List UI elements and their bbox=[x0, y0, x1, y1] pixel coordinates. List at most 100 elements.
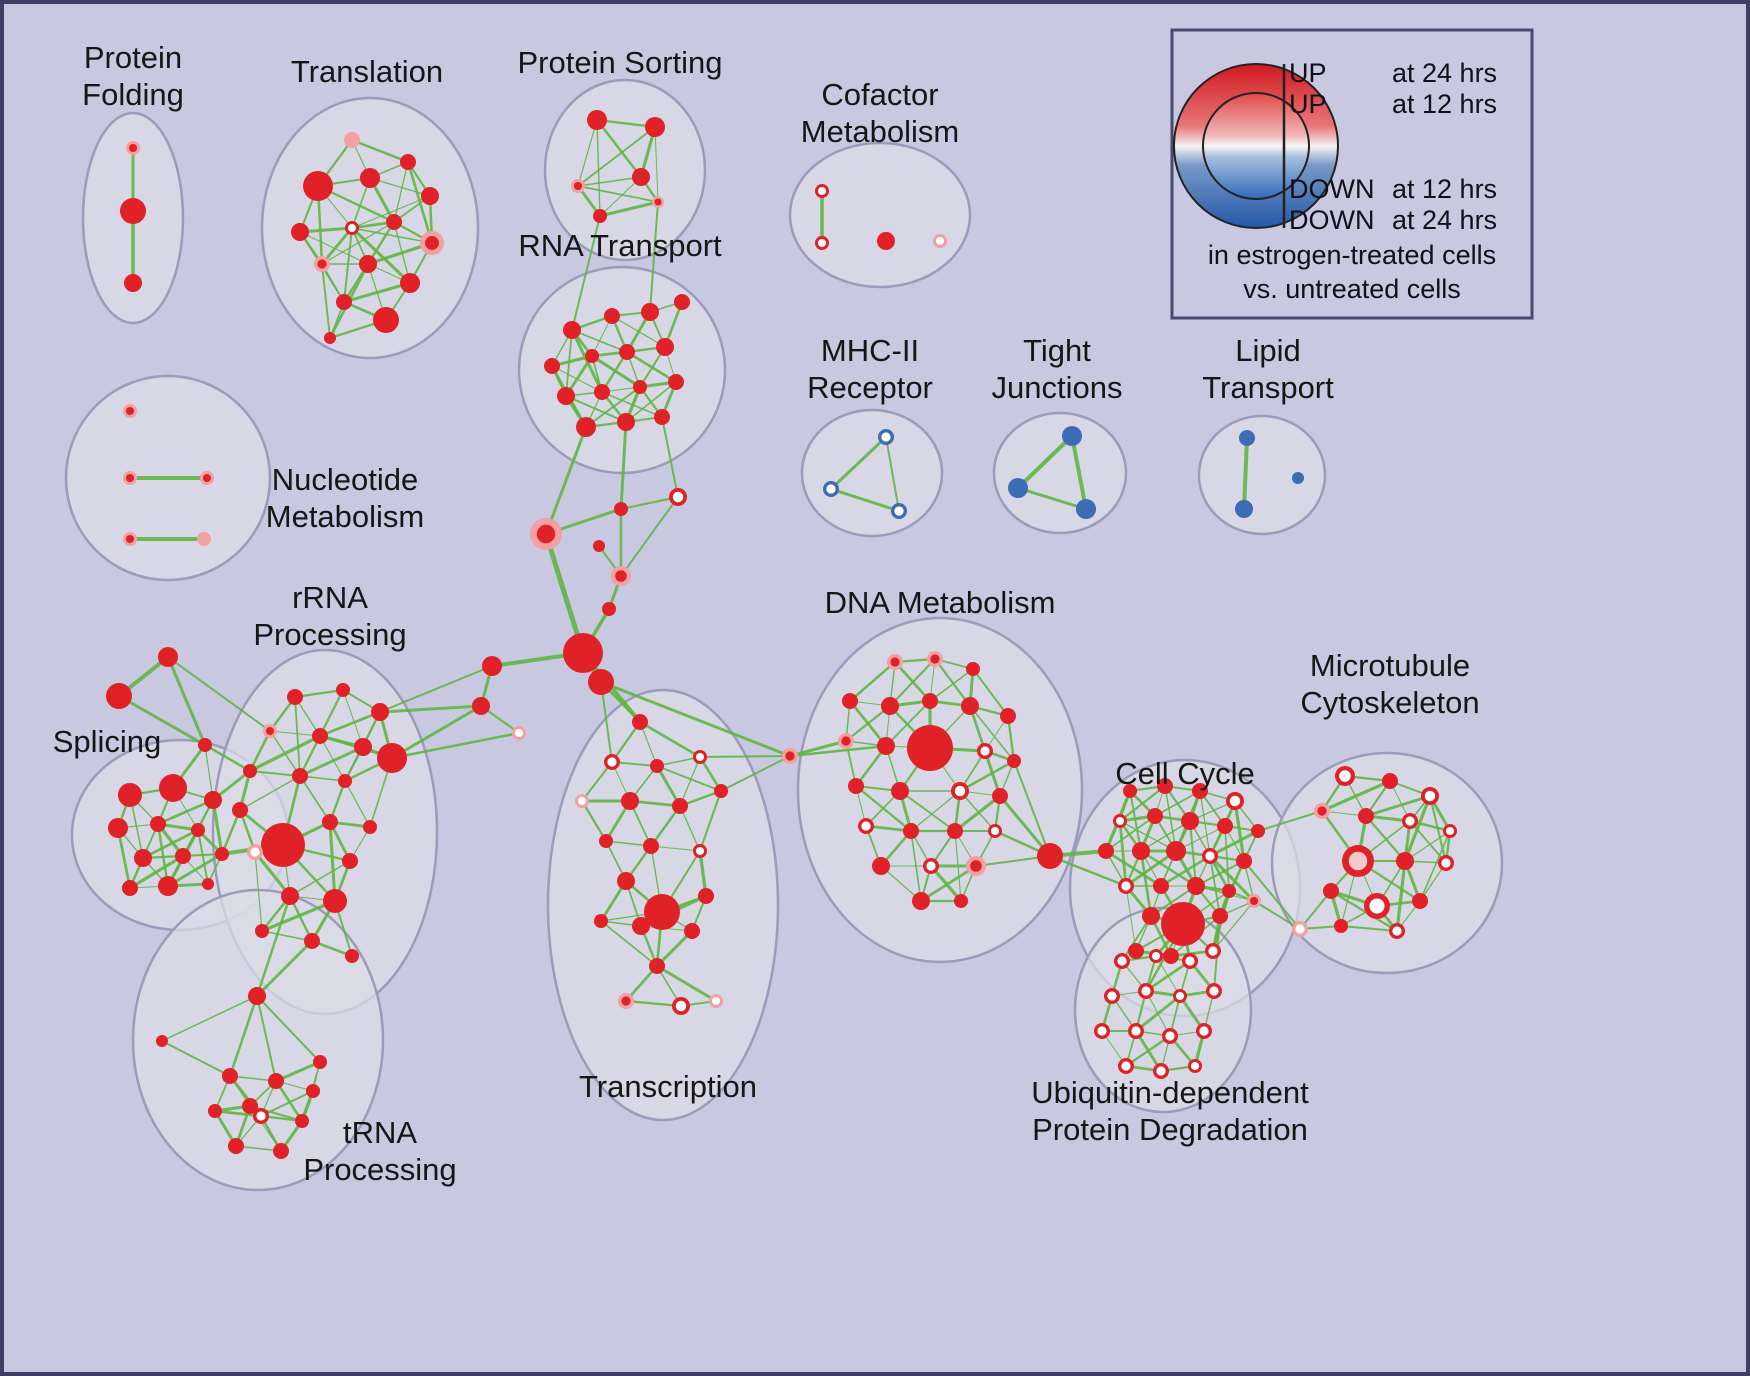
network-node-mt13 bbox=[1334, 919, 1348, 933]
network-edge bbox=[141, 828, 200, 860]
network-node-core-f11 bbox=[785, 751, 795, 761]
network-node-core-f13 bbox=[1295, 924, 1305, 934]
network-edge bbox=[289, 860, 351, 897]
network-node-sp9 bbox=[122, 880, 138, 896]
network-edge bbox=[1118, 784, 1167, 823]
network-edge bbox=[679, 756, 701, 807]
network-edge bbox=[580, 799, 608, 843]
network-node-cc22 bbox=[1128, 943, 1144, 959]
network-edge bbox=[929, 668, 974, 702]
network-node-core-ub13 bbox=[1190, 1061, 1200, 1071]
cluster-label-trna-processing: tRNA bbox=[343, 1115, 417, 1150]
network-node-tl3 bbox=[400, 154, 416, 170]
network-edge bbox=[888, 657, 937, 708]
network-edge bbox=[1070, 434, 1088, 511]
network-edge bbox=[1233, 799, 1246, 863]
network-node-cc11 bbox=[1166, 841, 1186, 861]
network-node-core-cf3 bbox=[935, 236, 945, 246]
network-edge bbox=[910, 790, 961, 832]
network-edge bbox=[299, 775, 331, 823]
network-edge bbox=[649, 201, 659, 313]
network-node-core-tx4 bbox=[577, 796, 587, 806]
network-edge bbox=[656, 756, 701, 767]
network-node-pf1 bbox=[120, 198, 146, 224]
network-node-ps0 bbox=[587, 110, 607, 130]
network-node-core-mt3 bbox=[1317, 806, 1327, 816]
cluster-label-splicing: Splicing bbox=[53, 724, 162, 759]
network-node-tr5 bbox=[208, 1104, 222, 1118]
cluster-label-nucleotide-metabolism: Metabolism bbox=[266, 499, 425, 534]
legend-row-up12-time: at 12 hrs bbox=[1392, 89, 1497, 119]
network-node-core-rr3 bbox=[265, 726, 275, 736]
network-node-tl1 bbox=[303, 171, 333, 201]
network-node-core-mt14 bbox=[1392, 926, 1402, 936]
cluster-label-rna-transport: RNA Transport bbox=[518, 228, 722, 263]
network-node-rt14 bbox=[654, 409, 670, 425]
network-node-cf2 bbox=[877, 232, 895, 250]
network-edge bbox=[1212, 900, 1255, 952]
network-edge bbox=[344, 780, 371, 828]
network-edge bbox=[1329, 889, 1399, 933]
network-edge bbox=[1140, 820, 1191, 852]
network-edge bbox=[211, 798, 224, 856]
network-edge bbox=[885, 436, 900, 512]
network-edge bbox=[829, 435, 888, 491]
network-edge bbox=[342, 689, 364, 748]
legend-row-up24-time: at 24 hrs bbox=[1392, 58, 1497, 88]
network-edge bbox=[654, 126, 659, 203]
cluster-ellipse-dm bbox=[796, 616, 1084, 964]
network-node-dm16 bbox=[992, 788, 1008, 804]
network-node-dm7 bbox=[1000, 708, 1016, 724]
network-node-core-cf0 bbox=[817, 186, 827, 196]
network-node-cc1 bbox=[1157, 778, 1173, 794]
network-node-rr12 bbox=[363, 820, 377, 834]
network-node-core-dm20 bbox=[990, 826, 1000, 836]
cluster-ellipse-mh bbox=[800, 408, 944, 538]
network-node-rr19 bbox=[255, 924, 269, 938]
network-node-f6 bbox=[563, 633, 603, 673]
network-node-lp1 bbox=[1235, 500, 1253, 518]
network-node-sp8 bbox=[215, 847, 229, 861]
network-node-core-ub2 bbox=[1185, 956, 1195, 966]
network-node-cc16 bbox=[1187, 877, 1205, 895]
network-edge bbox=[969, 705, 1015, 762]
network-node-cc8 bbox=[1251, 824, 1265, 838]
network-node-core-ub3 bbox=[1107, 991, 1117, 1001]
network-node-dm2 bbox=[966, 662, 980, 676]
network-edge bbox=[1048, 854, 1128, 888]
legend-row-up24-label: UP bbox=[1289, 58, 1327, 88]
network-node-ps4 bbox=[593, 209, 607, 223]
network-node-tr8 bbox=[228, 1138, 244, 1154]
network-node-core-nm1 bbox=[125, 473, 135, 483]
network-edge bbox=[117, 694, 207, 747]
network-node-rr9 bbox=[338, 774, 352, 788]
network-node-sp11 bbox=[202, 878, 214, 890]
network-node-core-ub6 bbox=[1209, 986, 1219, 996]
network-node-core-ub8 bbox=[1131, 1026, 1141, 1036]
network-node-tj0 bbox=[1062, 426, 1082, 446]
network-node-rr5 bbox=[354, 738, 372, 756]
network-node-lp2 bbox=[1292, 472, 1304, 484]
network-edge bbox=[328, 820, 337, 903]
network-node-rt10 bbox=[633, 380, 647, 394]
network-edge bbox=[1129, 790, 1142, 852]
network-node-dm3 bbox=[842, 693, 858, 709]
network-node-tx11 bbox=[617, 872, 635, 890]
network-edge bbox=[156, 822, 170, 888]
network-node-core-tl7 bbox=[425, 236, 439, 250]
network-node-f12 bbox=[1037, 843, 1063, 869]
cluster-label-nucleotide-metabolism: Nucleotide bbox=[272, 462, 418, 497]
cluster-label-microtubule-cytoskeleton: Microtubule bbox=[1310, 648, 1470, 683]
network-node-tj1 bbox=[1008, 478, 1028, 498]
cluster-label-lipid-transport: Lipid bbox=[1235, 333, 1301, 368]
network-node-rt12 bbox=[576, 417, 596, 437]
network-node-tl14 bbox=[421, 187, 439, 205]
network-edge bbox=[899, 790, 956, 832]
legend-wheel-12hr-core bbox=[1202, 92, 1310, 200]
network-node-tr2 bbox=[222, 1068, 238, 1084]
network-node-tl2 bbox=[360, 168, 380, 188]
network-edge bbox=[1150, 885, 1197, 917]
network-edge bbox=[655, 964, 718, 1003]
network-node-core-mh0 bbox=[881, 432, 891, 442]
